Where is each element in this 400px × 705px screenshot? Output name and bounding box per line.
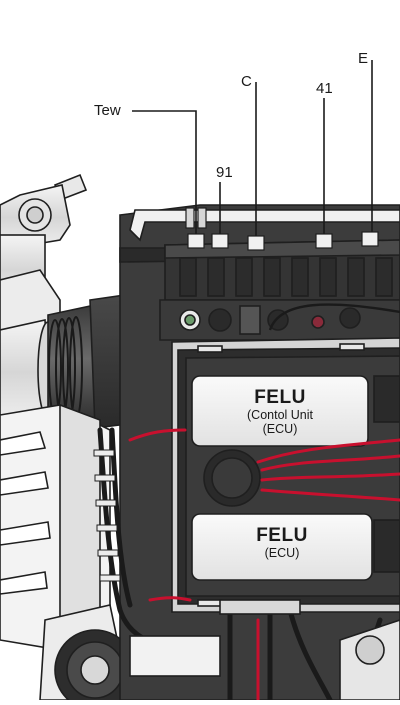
- top-connectors: [185, 207, 379, 251]
- sensor-wire: [268, 303, 400, 331]
- ecu-upper-title: FELU: [254, 387, 306, 408]
- turbo-fitting: [0, 173, 88, 346]
- callout-label-e: E: [358, 50, 369, 67]
- connector-c: [247, 235, 265, 251]
- connector-41: [315, 233, 333, 249]
- bottom-bracket: [129, 599, 400, 701]
- cable-ties: [93, 449, 121, 582]
- leader-tew: [132, 110, 197, 234]
- ecu-lower-title: FELU: [256, 525, 308, 546]
- callout-label-tew: Tew: [94, 102, 121, 119]
- callout-label-c: C: [241, 73, 252, 90]
- ecu-lower-panel: FELU (ECU): [192, 525, 372, 561]
- connector-91: [211, 233, 229, 249]
- ecu-upper-line1: (Contol Unit: [247, 407, 313, 422]
- connector-tew: [187, 233, 205, 249]
- ecu-upper-line2: (ECU): [262, 421, 298, 436]
- ecu-lower-line1: (ECU): [264, 545, 300, 560]
- connector-e: [361, 231, 379, 247]
- fan-wheel: [0, 403, 136, 705]
- red-wiring: [128, 428, 400, 702]
- callout-label-41: 41: [316, 80, 333, 97]
- callout-lines: [132, 60, 373, 236]
- ecu-upper-panel: FELU (Contol Unit (ECU): [192, 387, 368, 436]
- callout-label-91: 91: [216, 164, 233, 181]
- ecu-housing: [171, 337, 400, 613]
